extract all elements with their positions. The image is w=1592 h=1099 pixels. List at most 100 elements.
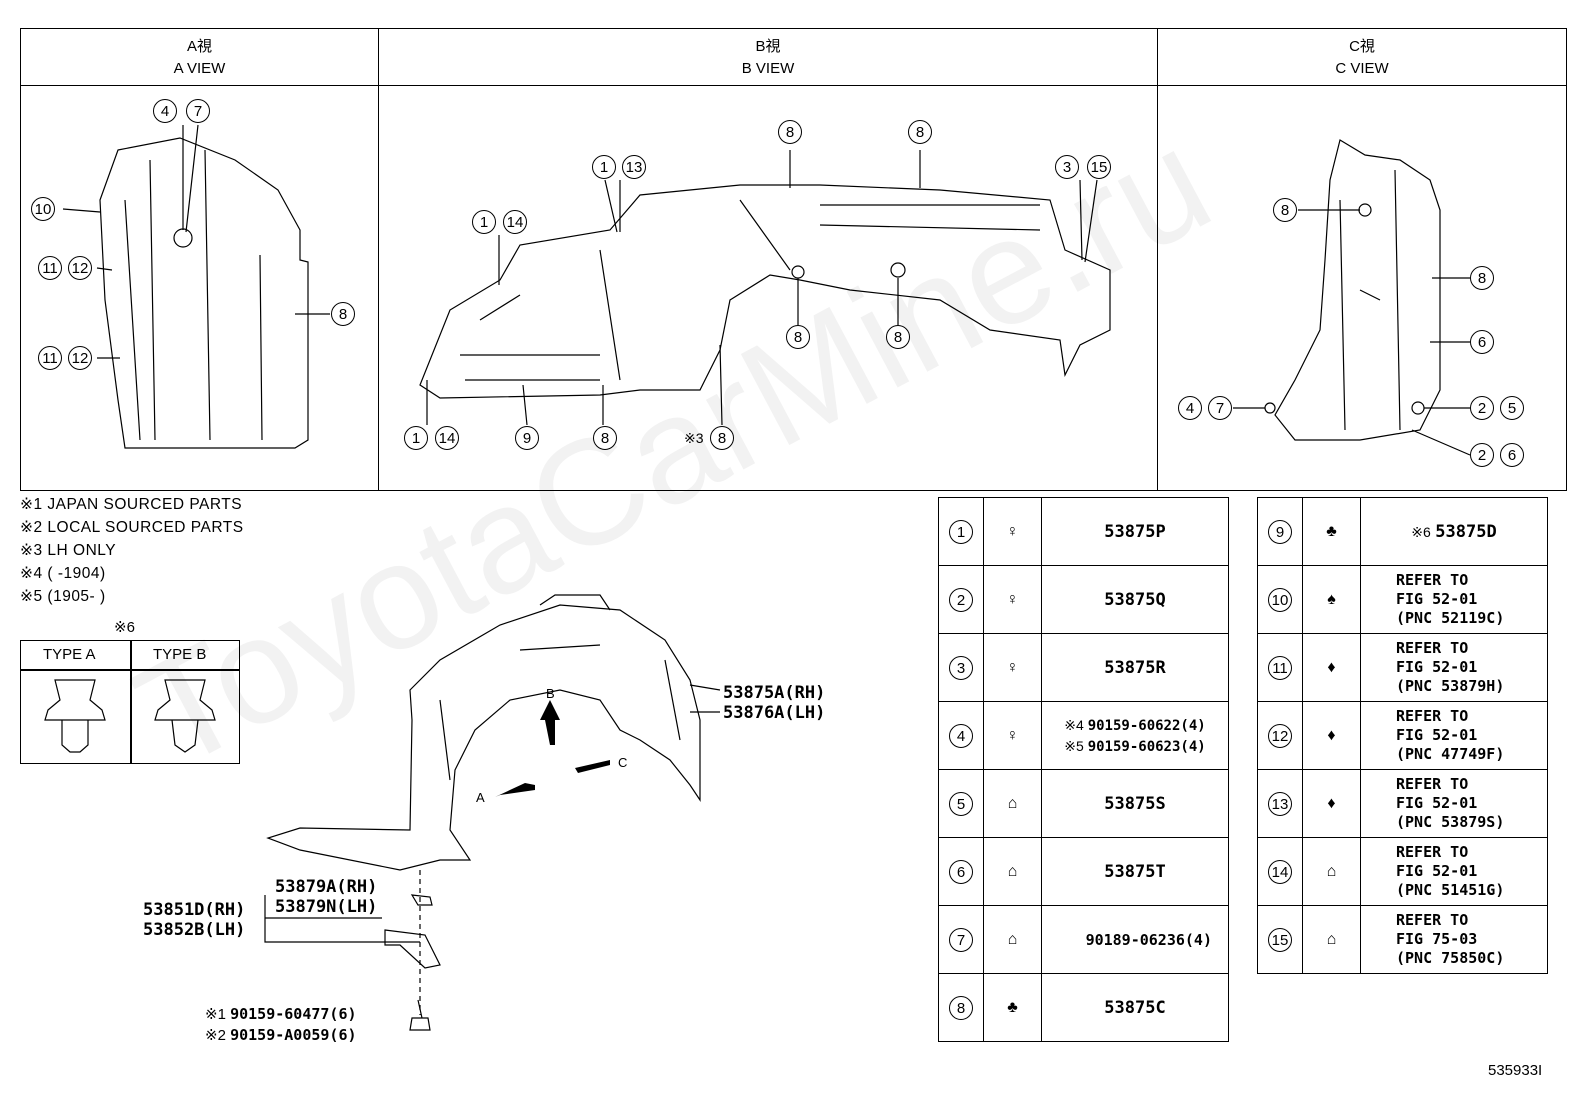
a-callout-4: 4 — [153, 99, 177, 123]
clip-icon: ♣ — [1326, 522, 1337, 540]
nut-icon: ⌂ — [1326, 862, 1337, 880]
nut-icon: ⌂ — [1326, 930, 1337, 948]
row-number: 8 — [949, 995, 973, 1020]
b-view-header: B視 B VIEW — [379, 29, 1157, 86]
liner-lh: 53876A(LH) — [723, 703, 826, 723]
table-row: 4♀ ※4 90159-60622(4) ※5 90159-60623(4) — [938, 701, 1229, 770]
clip-icon: ♦ — [1327, 726, 1336, 744]
b-callout-3: 3 — [1055, 155, 1079, 179]
table-row: 1♀53875P — [938, 497, 1229, 566]
b-callout-8-mid1: 8 — [786, 325, 810, 349]
a-view-liner — [99, 137, 309, 449]
liner-rh: 53875A(RH) — [723, 683, 826, 703]
note-2: ※2 LOCAL SOURCED PARTS — [20, 519, 244, 536]
liner-part-label: 53875A(RH) 53876A(LH) — [723, 683, 825, 723]
bracket1-label: 53879A(RH) 53879N(LH) — [275, 877, 377, 917]
note-5: ※5 (1905- ) — [20, 588, 106, 605]
b-view-title-jp: B視 — [755, 38, 781, 55]
b-view-panel: B視 B VIEW — [379, 29, 1158, 490]
bolt1-mark: ※1 — [205, 1006, 226, 1023]
nut-icon: ⌂ — [1007, 862, 1018, 880]
bolt2-mark: ※2 — [205, 1027, 226, 1044]
bracket-2 — [384, 929, 441, 969]
b-callout-15: 15 — [1087, 155, 1111, 179]
table-row: 6⌂53875T — [938, 837, 1229, 906]
b-callout-8-bot2: 8 — [710, 426, 734, 450]
a-callout-10: 10 — [31, 197, 55, 221]
row-number: 3 — [949, 655, 973, 680]
c-view-header: C視 C VIEW — [1158, 29, 1566, 86]
bracket1-lh: 53879N(LH) — [275, 897, 378, 917]
b-callout-8-mid2: 8 — [886, 325, 910, 349]
parts-table-left: 1♀53875P 2♀53875Q 3♀53875R 4♀ ※4 90159-6… — [938, 497, 1229, 1042]
part-number: 53875S — [1041, 769, 1229, 838]
c-callout-7: 7 — [1208, 396, 1232, 420]
b-note-lh-only: ※3 — [684, 430, 704, 446]
part-number: 53875P — [1041, 497, 1229, 566]
b-callout-1a: 1 — [592, 155, 616, 179]
a-callout-11b: 11 — [38, 346, 62, 370]
type-b-label: TYPE B — [153, 646, 207, 663]
a-callout-7: 7 — [186, 99, 210, 123]
fender-liner-drawing — [266, 604, 701, 871]
table-row: 9 ♣ ※6 53875D — [1257, 497, 1548, 566]
note-1: ※1 JAPAN SOURCED PARTS — [20, 496, 243, 513]
type-a-label: TYPE A — [43, 646, 96, 663]
b-view-title-en: B VIEW — [741, 60, 795, 77]
part-number: 53875C — [1041, 973, 1229, 1042]
nut-icon: ⌂ — [1007, 930, 1018, 948]
bracket2-label: 53851D(RH) 53852B(LH) — [143, 900, 245, 940]
bolt-drawing — [409, 999, 431, 1031]
arrow-b-label: B — [546, 686, 555, 701]
a-view-panel: A視 A VIEW — [21, 29, 379, 490]
table-row: 2♀53875Q — [938, 565, 1229, 634]
row-number: 9 — [1268, 519, 1292, 544]
c-callout-4: 4 — [1178, 396, 1202, 420]
row-number: 13 — [1268, 791, 1292, 816]
clip-icon: ♠ — [1327, 590, 1336, 608]
b-callout-8-bot1: 8 — [593, 426, 617, 450]
nut-icon: ⌂ — [1007, 794, 1018, 812]
a-view-title-en: A VIEW — [173, 60, 226, 77]
arrow-a-label: A — [476, 790, 485, 805]
c-view-liner — [1274, 139, 1441, 441]
a-callout-12b: 12 — [68, 346, 92, 370]
b-callout-8-top1: 8 — [778, 120, 802, 144]
b-callout-9: 9 — [515, 426, 539, 450]
bracket2-lh: 53852B(LH) — [143, 920, 246, 940]
part-number: ※6 53875D — [1360, 497, 1548, 566]
row-number: 2 — [949, 587, 973, 612]
table-row: 7⌂90189-06236(4) — [938, 905, 1229, 974]
type-table-mark: ※6 — [114, 619, 135, 636]
part-number: 90189-06236(4) — [1041, 905, 1229, 974]
part-number: 53875T — [1041, 837, 1229, 906]
row-number: 1 — [949, 519, 973, 544]
b-callout-1c: 1 — [404, 426, 428, 450]
c-callout-6b: 6 — [1500, 443, 1524, 467]
figure-id: 535933I — [1488, 1062, 1543, 1079]
note-4: ※4 ( -1904) — [20, 565, 106, 582]
row-number: 5 — [949, 791, 973, 816]
part-number: 53875R — [1041, 633, 1229, 702]
b-callout-14a: 14 — [503, 210, 527, 234]
bracket-1 — [410, 894, 433, 906]
c-view-title-en: C VIEW — [1335, 60, 1389, 77]
row-number: 4 — [949, 723, 973, 748]
clip-icon: ♦ — [1327, 658, 1336, 676]
arrow-c-label: C — [618, 755, 628, 770]
c-callout-8a: 8 — [1273, 198, 1297, 222]
bolt-icon: ♀ — [1006, 726, 1019, 744]
b-callout-14b: 14 — [435, 426, 459, 450]
a-callout-8: 8 — [331, 302, 355, 326]
b-callout-13: 13 — [622, 155, 646, 179]
notes-list: ※1 JAPAN SOURCED PARTS ※2 LOCAL SOURCED … — [20, 493, 244, 608]
